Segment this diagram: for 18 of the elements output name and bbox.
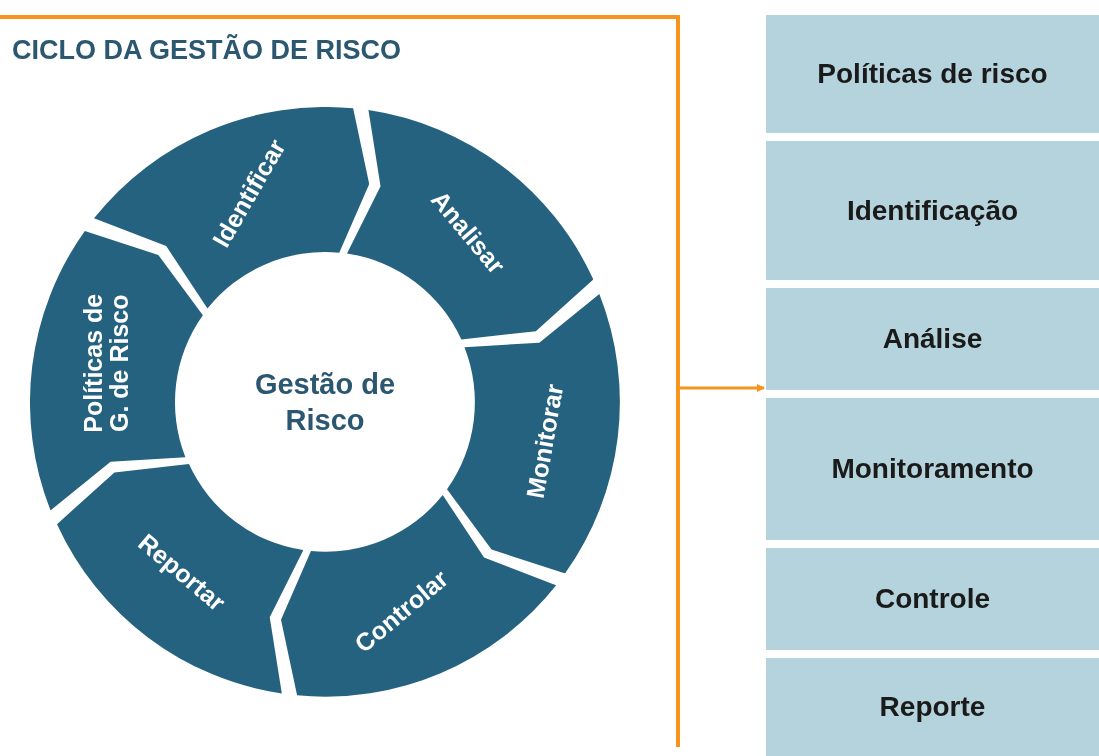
stage-box: [766, 658, 1099, 756]
stage-box: [766, 15, 1099, 133]
hub-label: Gestão de Risco: [253, 366, 397, 438]
stage-label: Controle: [874, 583, 991, 615]
stage-box: [766, 398, 1099, 540]
stage-box: [766, 288, 1099, 390]
stage-label: Identificação: [846, 194, 1019, 227]
stage-label: Monitoramento: [831, 453, 1034, 485]
segment-label: Monitorar: [521, 381, 568, 500]
segment-label: Políticas de G. de Risco: [79, 292, 133, 435]
arrow: [680, 384, 765, 392]
stage-label: Análise: [882, 323, 983, 355]
stage-box: [766, 141, 1099, 280]
stage-label: Reporte: [879, 691, 986, 723]
stage-box: [766, 548, 1099, 650]
bracket-frame: [0, 15, 680, 747]
stage-label: Políticas de risco: [817, 58, 1048, 90]
title: CICLO DA GESTÃO DE RISCO: [12, 35, 402, 66]
